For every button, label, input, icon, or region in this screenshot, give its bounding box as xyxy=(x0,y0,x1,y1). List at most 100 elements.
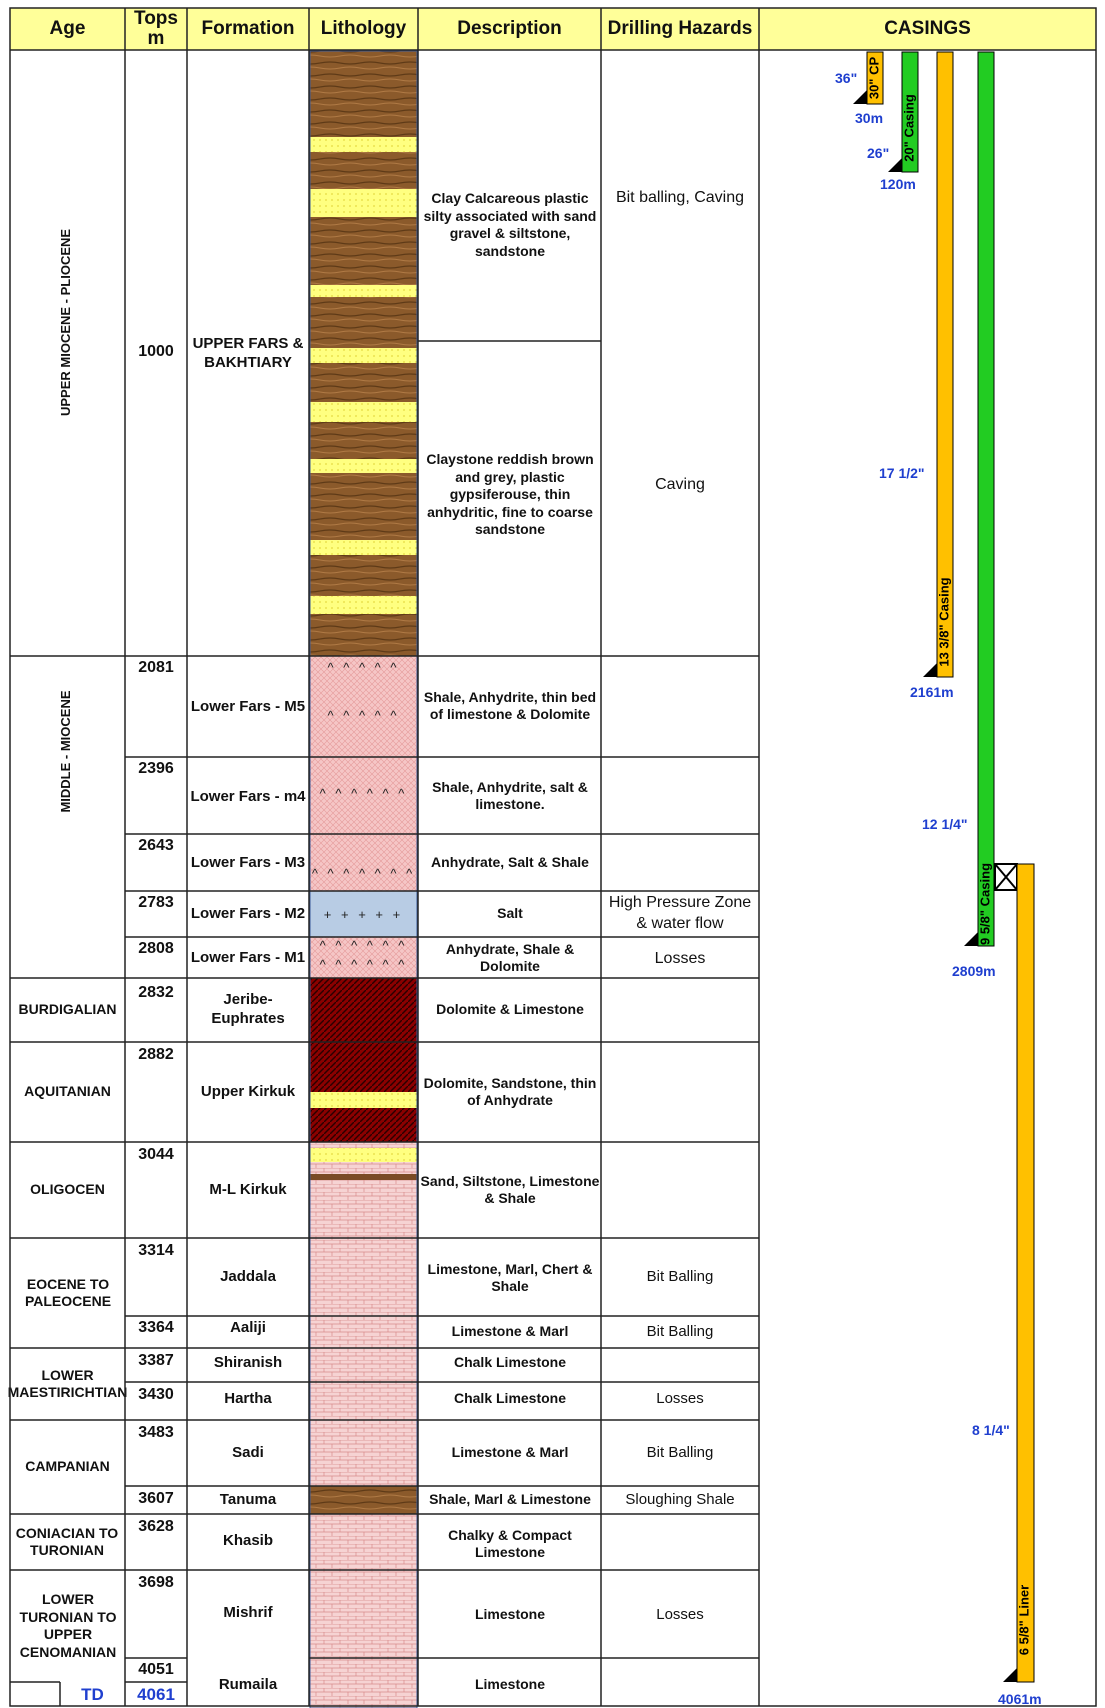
limestone-layer xyxy=(310,1142,417,1708)
hazard: Bit balling, Caving xyxy=(615,189,745,206)
top-depth: 2081 xyxy=(138,659,174,676)
top-depth: 3483 xyxy=(138,1424,174,1441)
description: Sand, Siltstone, Limestone & Shale xyxy=(420,1172,600,1207)
description: Limestone xyxy=(474,1606,545,1623)
age-lower-maestirichtian: LOWER MAESTIRICHTIAN xyxy=(7,1366,128,1401)
sand-stringer xyxy=(310,459,417,473)
sand-stringer xyxy=(310,540,417,555)
description: Dolomite, Sandstone, thin of Anhydrate xyxy=(423,1074,597,1109)
description: Anhydrate, Salt & Shale xyxy=(431,854,589,871)
description: Shale, Anhydrite, thin bed of limestone … xyxy=(423,688,597,723)
anhydrite-symbol: ^ ^ ^ ^ ^ ^ ^ xyxy=(312,866,415,881)
formation-name: Upper Kirkuk xyxy=(200,1082,296,1100)
formation-name: Aaliji xyxy=(230,1318,266,1336)
formation-name: Jaddala xyxy=(220,1267,276,1285)
formation-name: Mishrif xyxy=(223,1603,273,1621)
description: Limestone & Marl xyxy=(451,1444,569,1461)
age-coniacian-turonian: CONIACIAN TO TURONIAN xyxy=(15,1524,119,1559)
formation-name: Jeribe-Euphrates xyxy=(211,991,285,1027)
formation-name: Shiranish xyxy=(213,1353,283,1371)
sand-stringer xyxy=(310,348,417,363)
age-upper-miocene-pliocene: UPPER MIOCENE - PLIOCENE xyxy=(58,228,73,416)
top-depth: 2882 xyxy=(138,1046,174,1063)
description: Limestone xyxy=(474,1676,545,1693)
top-depth: 2832 xyxy=(138,984,174,1001)
hazard: Sloughing Shale xyxy=(625,1490,735,1508)
top-depth: 2643 xyxy=(138,837,174,854)
description: Limestone, Marl, Chert & Shale xyxy=(427,1260,593,1295)
hazard: High Pressure Zone & water flow xyxy=(608,894,752,932)
formation-name: Lower Fars - M3 xyxy=(190,853,306,871)
formation-name: Tanuma xyxy=(219,1490,277,1508)
top-depth: 2783 xyxy=(138,894,174,911)
hazard: Losses xyxy=(654,950,706,967)
hazard: Bit Balling xyxy=(646,1267,714,1285)
description: Clay Calcareous plastic silty associated… xyxy=(423,190,597,259)
sand-stringer xyxy=(310,1092,417,1108)
top-depth: 2396 xyxy=(138,760,174,777)
formation-name: Lower Fars - M2 xyxy=(190,904,306,922)
age-burdigalian: BURDIGALIAN xyxy=(18,1001,117,1018)
top-depth: 3387 xyxy=(138,1352,174,1369)
anhydrite-symbol: ^ ^ ^ ^ ^ ^ xyxy=(320,938,408,953)
top-depth: 3044 xyxy=(138,1146,174,1163)
description: Chalk Limestone xyxy=(453,1354,567,1371)
sand-stringer xyxy=(310,189,417,217)
hazard: Caving xyxy=(655,476,705,493)
formation-name: Sadi xyxy=(232,1443,264,1461)
formation-name: Rumaila xyxy=(218,1675,278,1693)
hazard: Bit Balling xyxy=(646,1443,714,1461)
description: Anhydrate, Shale & Dolomite xyxy=(445,940,575,975)
description: Shale, Anhydrite, salt & limestone. xyxy=(432,778,588,813)
sand-stringer xyxy=(310,137,417,152)
salt-symbol: + + + + + xyxy=(324,907,403,922)
top-depth: 3607 xyxy=(138,1490,174,1507)
anhydrite-symbol: ^ ^ ^ ^ ^ ^ xyxy=(320,786,408,801)
description: Chalk Limestone xyxy=(453,1390,567,1407)
top-depth: 3628 xyxy=(138,1518,174,1535)
age-lower-turonian-upper-cenomanian: LOWER TURONIAN TO UPPER CENOMANIAN xyxy=(19,1591,117,1660)
sand-stringer xyxy=(310,402,417,422)
formation-name: UPPER FARS & BAKHTIARY xyxy=(192,335,304,371)
top-depth: 3430 xyxy=(138,1386,174,1403)
top-depth: 3314 xyxy=(138,1242,174,1259)
dolomite-layer xyxy=(310,978,417,1142)
age-aquitanian: AQUITANIAN xyxy=(24,1083,111,1100)
age-campanian: CAMPANIAN xyxy=(25,1458,110,1475)
hazard: Losses xyxy=(656,1389,704,1407)
formation-name: M-L Kirkuk xyxy=(209,1180,287,1198)
shale-stringer xyxy=(310,1174,417,1180)
td-depth: 4061 xyxy=(137,1685,175,1705)
description: Chalky & Compact Limestone xyxy=(448,1526,572,1561)
shale-layer xyxy=(310,1486,417,1514)
age-middle-miocene: MIDDLE - MIOCENE xyxy=(58,690,73,813)
formation-name: Lower Fars - M5 xyxy=(190,697,306,715)
description: Dolomite & Limestone xyxy=(436,1001,584,1018)
anhydrite-symbol: ^ ^ ^ ^ ^ xyxy=(328,708,400,723)
description: Salt xyxy=(497,905,523,922)
sand-stringer xyxy=(310,596,417,614)
anhydrite-symbol: ^ ^ ^ ^ ^ xyxy=(328,660,400,675)
formation-name: Lower Fars - M1 xyxy=(190,948,306,966)
description: Limestone & Marl xyxy=(451,1323,569,1340)
description: Claystone reddish brown and grey, plasti… xyxy=(426,451,594,538)
hazard: Bit Balling xyxy=(646,1322,714,1340)
formation-name: Khasib xyxy=(222,1531,273,1549)
formation-name: Hartha xyxy=(224,1389,272,1407)
top-depth: 2808 xyxy=(138,940,174,957)
td-label: TD xyxy=(81,1685,104,1705)
top-depth: 1000 xyxy=(138,343,174,360)
description: Shale, Marl & Limestone xyxy=(429,1491,591,1508)
hazard: Losses xyxy=(656,1605,704,1623)
sand-stringer xyxy=(310,285,417,297)
age-oligocen: OLIGOCEN xyxy=(30,1181,105,1198)
top-depth: 4051 xyxy=(138,1661,174,1678)
age-eocene-paleocene: EOCENE TO PALEOCENE xyxy=(24,1275,112,1310)
formation-name: Lower Fars - m4 xyxy=(190,787,306,805)
sand-stringer xyxy=(310,1148,417,1162)
anhydrite-symbol: ^ ^ ^ ^ ^ ^ xyxy=(320,957,408,972)
top-depth: 3364 xyxy=(138,1319,174,1336)
top-depth: 3698 xyxy=(138,1574,174,1591)
anhydrite-layer xyxy=(310,656,417,891)
